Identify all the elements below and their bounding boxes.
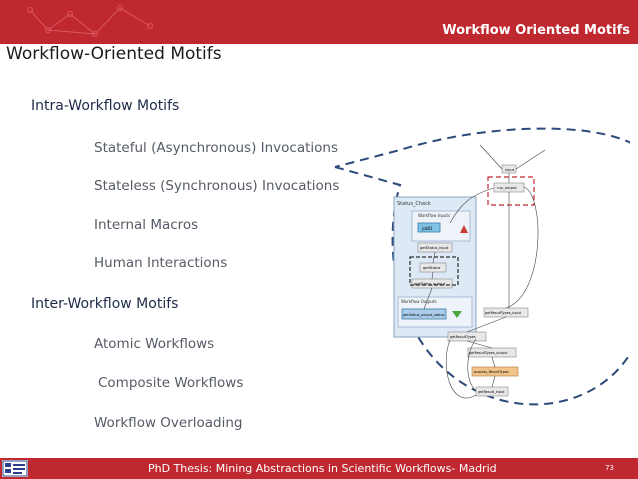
node-label: getResultTypes bbox=[450, 335, 476, 339]
page-number: 73 bbox=[605, 464, 614, 472]
node-label: getResultTypes_output bbox=[469, 351, 508, 355]
list-item: Stateless (Synchronous) Invocations bbox=[94, 178, 340, 194]
header-title: Workflow Oriented Motifs bbox=[442, 23, 630, 38]
decorative-lines-icon bbox=[27, 5, 153, 37]
node-jobid bbox=[417, 222, 441, 233]
outputs-subgroup-label: Workflow Outputs bbox=[401, 299, 437, 304]
inputs-subgroup-label: Workflow Inputs bbox=[418, 213, 450, 218]
highlight-box-run-output bbox=[487, 176, 535, 206]
list-item: Workflow Overloading bbox=[94, 415, 243, 431]
output-triangle-icon bbox=[452, 311, 462, 318]
node-label: getResultTypes_input bbox=[485, 311, 522, 315]
node-label: getStatus_input bbox=[420, 246, 449, 250]
node-label: getStatus_output_status bbox=[403, 313, 445, 317]
node-label: getResult_input bbox=[478, 390, 505, 394]
dashed-callout-outline bbox=[334, 127, 630, 406]
node-label: process_ResultTypes bbox=[474, 370, 509, 374]
list-item: Composite Workflows bbox=[98, 375, 244, 391]
footer-text: PhD Thesis: Mining Abstractions in Scien… bbox=[148, 462, 497, 475]
node-label: input bbox=[505, 168, 515, 172]
section-heading-inter: Inter-Workflow Motifs bbox=[31, 296, 179, 312]
group-label: Status_Check bbox=[397, 201, 431, 207]
list-item: Atomic Workflows bbox=[94, 336, 215, 352]
logo-icon bbox=[2, 460, 28, 477]
list-item: Internal Macros bbox=[94, 217, 199, 233]
node-label: jobID bbox=[421, 226, 432, 231]
university-logo bbox=[2, 460, 28, 477]
node-label: getStatus bbox=[423, 266, 440, 270]
slide-title: Workflow-Oriented Motifs bbox=[6, 44, 222, 64]
node-label: run_output bbox=[497, 186, 517, 190]
list-item: Stateful (Asynchronous) Invocations bbox=[94, 140, 338, 156]
workflow-diagram: Status_Check Workflow Inputs jobID getSt… bbox=[334, 127, 630, 406]
footer-bar bbox=[0, 458, 638, 479]
node-label: getStatus_output bbox=[414, 282, 446, 286]
list-item: Human Interactions bbox=[94, 255, 228, 271]
warning-triangle-icon bbox=[460, 225, 468, 233]
header-bar: Workflow Oriented Motifs bbox=[0, 0, 638, 44]
section-heading-intra: Intra-Workflow Motifs bbox=[31, 98, 180, 114]
